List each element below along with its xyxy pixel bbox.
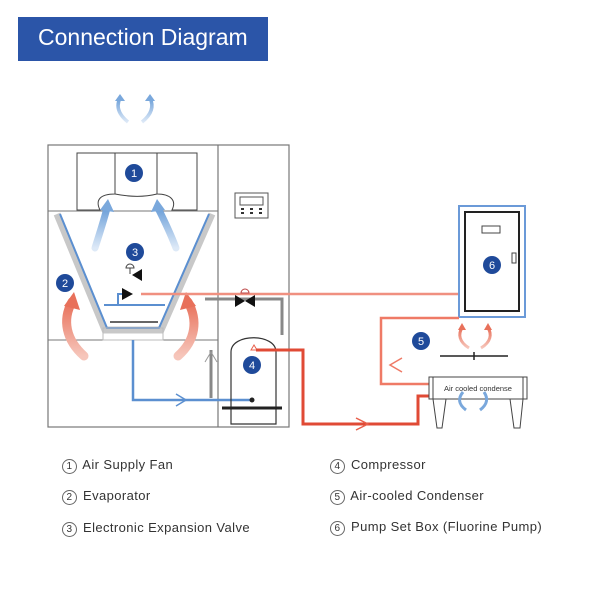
cold-air-arrows-icon [91, 199, 180, 252]
legend-item-1: 1 Air Supply Fan [62, 457, 173, 474]
solenoid-valve-icon [235, 288, 255, 307]
legend-label: Pump Set Box (Fluorine Pump) [351, 519, 543, 534]
evaporator-coil [53, 212, 216, 341]
badge-2 [56, 274, 74, 292]
control-panel-icon [234, 192, 269, 219]
badge-3-label: 3 [132, 247, 138, 259]
indoor-unit-cabinet [47, 144, 290, 428]
title-banner: Connection Diagram [18, 17, 268, 61]
air-supply-fan [76, 152, 198, 211]
air-cooled-condenser: Air cooled condense [428, 323, 528, 429]
badge-4-label: 4 [249, 360, 255, 372]
badge-3 [126, 243, 144, 261]
legend-number: 6 [330, 521, 345, 536]
pump-set-box [458, 205, 526, 318]
legend-label: Air-cooled Condenser [350, 488, 485, 503]
legend-item-4: 4 Compressor [330, 457, 426, 474]
legend-label: Compressor [351, 457, 426, 472]
badge-6-label: 6 [489, 260, 495, 272]
badge-2-label: 2 [62, 278, 68, 290]
legend-number: 3 [62, 522, 77, 537]
condenser-label: Air cooled condense [444, 384, 512, 393]
legend-label: Electronic Expansion Valve [83, 520, 250, 535]
legend-number: 2 [62, 490, 77, 505]
legend-number: 1 [62, 459, 77, 474]
legend-number: 4 [330, 459, 345, 474]
legend-number: 5 [330, 490, 345, 505]
badge-1-label: 1 [131, 168, 137, 180]
discharge-line [256, 348, 432, 426]
badge-5 [412, 332, 430, 350]
exhaust-arrows-icon [115, 94, 155, 124]
badge-4 [243, 356, 261, 374]
badge-5-label: 5 [418, 336, 424, 348]
compressor [222, 337, 282, 425]
legend-item-2: 2 Evaporator [62, 488, 151, 505]
badge-6 [483, 256, 501, 274]
hot-air-arrows-icon [62, 292, 199, 361]
legend-item-5: 5 Air-cooled Condenser [330, 488, 484, 505]
legend-item-6: 6 Pump Set Box (Fluorine Pump) [330, 519, 542, 536]
diagram-title: Connection Diagram [38, 24, 248, 50]
legend-label: Evaporator [83, 488, 151, 503]
legend-label: Air Supply Fan [82, 457, 174, 472]
condenser-return-line [379, 316, 459, 386]
legend-item-3: 3 Electronic Expansion Valve [62, 520, 250, 537]
expansion-valve-icon [122, 263, 142, 300]
suction-pipe [131, 340, 254, 402]
badge-1 [125, 164, 143, 182]
